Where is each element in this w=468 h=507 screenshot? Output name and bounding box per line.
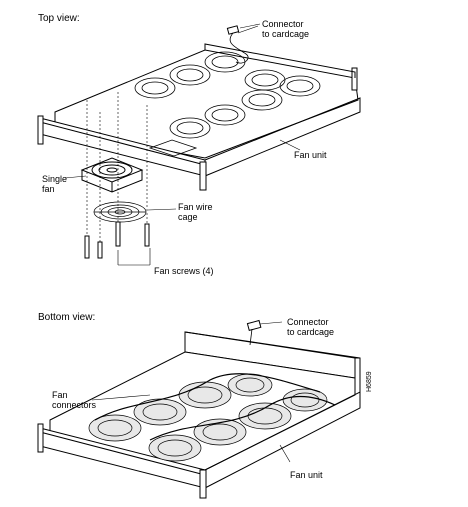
bottom-view-title: Bottom view: [38,312,96,323]
bottom-view-leaders [92,395,290,462]
bottom-view-fan-array [89,374,335,461]
fan-connectors-label-2: connectors [52,400,97,410]
bottom-view-connector [247,321,282,345]
top-view-alignment-lines [87,92,147,242]
single-fan-label-1: Single [42,174,68,184]
bottom-connector-label-1: Connector [287,317,329,327]
top-view-leaders [65,24,300,265]
single-fan [82,158,142,192]
top-view-connector [227,26,258,63]
fan-screws-label: Fan screws (4) [154,266,214,276]
top-view-title: Top view: [38,13,80,24]
figure-code: H6859 [366,371,373,392]
fan-screws [85,222,149,258]
fan-wire-cage-label-2: cage [178,212,198,222]
fan-wire-cage [94,202,146,222]
single-fan-label-2: fan [42,184,55,194]
top-view-fan-array [135,52,320,156]
bottom-view-fan-tray [38,332,360,498]
top-connector-label-1: Connector [262,19,304,29]
top-view-fan-tray [38,44,360,190]
top-connector-label-2: to cardcage [262,29,310,39]
fan-wire-cage-label-1: Fan wire [178,202,213,212]
bottom-fan-unit-label: Fan unit [290,470,323,480]
top-fan-unit-label: Fan unit [294,150,327,160]
fan-connectors-label-1: Fan [52,390,68,400]
bottom-connector-label-2: to cardcage [287,327,335,337]
